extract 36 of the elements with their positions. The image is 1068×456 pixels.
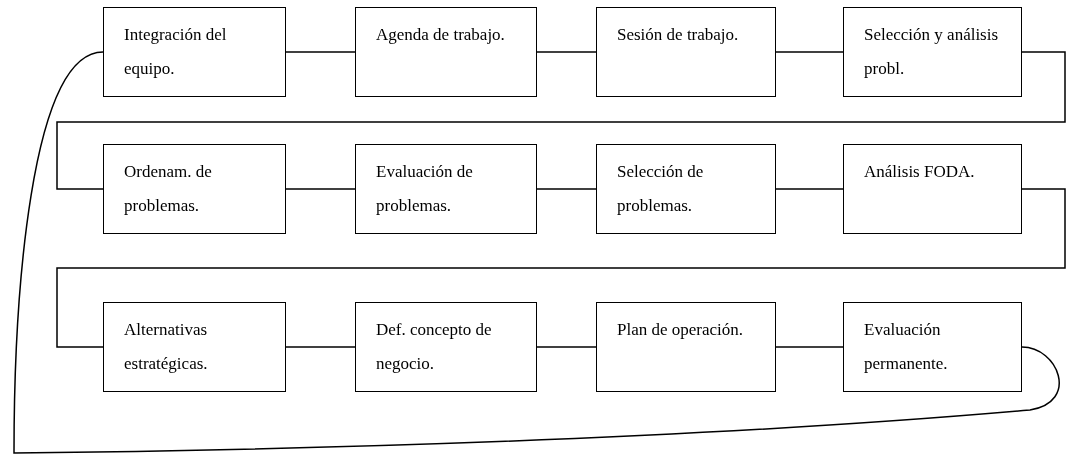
step-text: Plan de operación. xyxy=(617,319,745,341)
connector-line xyxy=(285,346,356,348)
connector-line xyxy=(775,188,844,190)
step-text: Evaluación permanente. xyxy=(864,319,949,375)
process-box xyxy=(103,7,286,97)
process-box xyxy=(843,7,1022,97)
process-box xyxy=(843,302,1022,392)
step-text: Integración del equipo. xyxy=(124,24,228,80)
step-text: Ordenam. de problemas. xyxy=(124,161,213,217)
step-text: Agenda de trabajo. xyxy=(376,24,506,46)
step-text: Análisis FODA. xyxy=(864,161,976,183)
process-box xyxy=(596,144,776,234)
connector-line xyxy=(775,346,844,348)
connector-line xyxy=(775,51,844,53)
process-box xyxy=(843,144,1022,234)
step-text: Selección y análisis probl. xyxy=(864,24,1000,80)
process-box xyxy=(355,144,537,234)
step-text: Evaluación de problemas. xyxy=(376,161,474,217)
step-text: Def. concepto de negocio. xyxy=(376,319,493,375)
connector-line xyxy=(56,51,1066,190)
process-box xyxy=(596,7,776,97)
process-box xyxy=(596,302,776,392)
process-box xyxy=(355,7,537,97)
process-box xyxy=(103,144,286,234)
connector-line xyxy=(56,188,1066,348)
step-text: Sesión de trabajo. xyxy=(617,24,740,46)
process-box xyxy=(355,302,537,392)
step-text: Selección de problemas. xyxy=(617,161,705,217)
connector-line xyxy=(536,188,597,190)
connector-line xyxy=(285,188,356,190)
connector-line xyxy=(536,51,597,53)
connector-line xyxy=(536,346,597,348)
process-box xyxy=(103,302,286,392)
connector-line xyxy=(285,51,356,53)
step-text: Alternativas estratégicas. xyxy=(124,319,209,375)
connector-line xyxy=(13,51,1060,454)
